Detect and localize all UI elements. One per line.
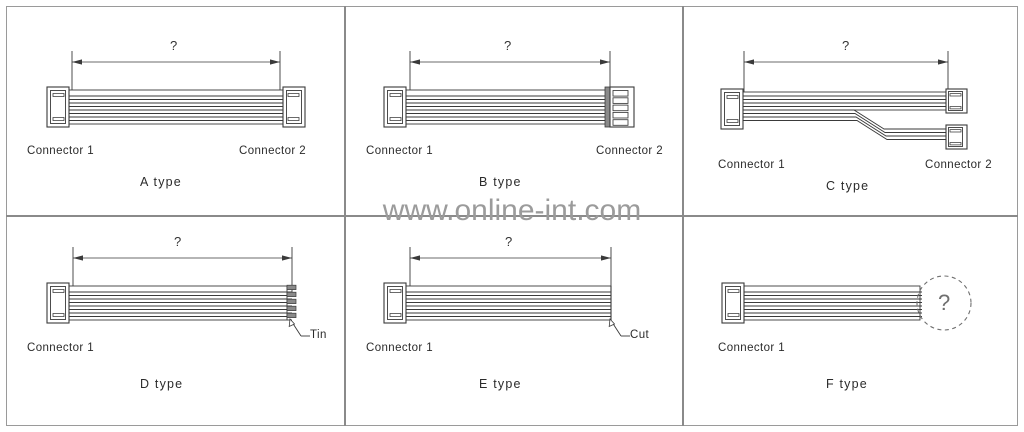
panel-e-dimension-label: ? [505,234,513,249]
panel-b-dimension-label: ? [504,38,512,53]
panel-e-type-label: E type [479,377,522,391]
panel-d-dimension-label: ? [174,234,182,249]
panel-e-end-note-cut: Cut [630,329,650,341]
panel-c-connector-2-label: Connector 2 [925,159,993,171]
grid-divider-horizontal [6,215,1018,217]
panel-d-type-label: D type [140,377,184,391]
sheet-border-bottom [6,425,1018,426]
panel-b-connector-1-label: Connector 1 [366,145,434,157]
panel-d-drawing [46,247,310,337]
panel-a-drawing [46,51,306,128]
panel-c-type: ? Connector 1 Connector 2 C type [684,7,1018,215]
panel-f-type-label: F type [826,377,868,391]
panel-c-connector-1-label: Connector 1 [718,159,786,171]
grid-divider-vertical-1 [344,6,346,426]
panel-a-connector-2-label: Connector 2 [239,145,307,157]
panel-a-dimension-label: ? [170,38,178,53]
sheet-border-top [6,6,1018,7]
panel-e-connector-1-label: Connector 1 [366,342,434,354]
panel-c-dimension-label: ? [842,38,850,53]
panel-f-type: ? Connector 1 F type [684,217,1018,425]
panel-e-type: ? Connector 1 Cut E type [346,217,682,425]
panel-a-type-label: A type [140,175,182,189]
panel-b-type: ? Connector 1 Connector 2 B type [346,7,682,215]
panel-f-drawing [721,275,972,331]
panel-c-type-label: C type [826,179,870,193]
panel-d-type: ? Connector 1 Tin D type [7,217,344,425]
panel-e-drawing [383,247,630,337]
panel-a-connector-1-label: Connector 1 [27,145,95,157]
panel-d-connector-1-label: Connector 1 [27,342,95,354]
panel-a-type: ? Connector 1 Connector 2 A type [7,7,344,215]
grid-divider-vertical-2 [682,6,684,426]
panel-f-connector-1-label: Connector 1 [718,342,786,354]
panel-f-unknown-termination-label: ? [938,290,951,315]
panel-b-drawing [383,51,635,128]
panel-c-drawing [720,51,968,150]
panel-b-connector-2-label: Connector 2 [596,145,664,157]
panel-d-end-note-tin: Tin [310,329,327,341]
panel-b-type-label: B type [479,175,522,189]
